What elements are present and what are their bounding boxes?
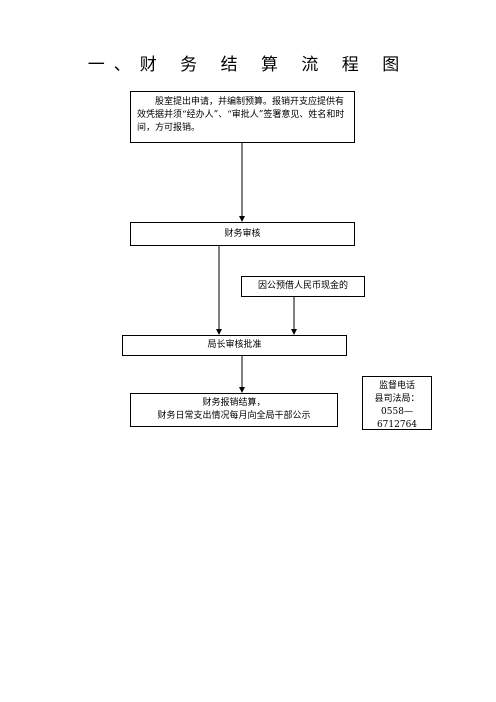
supervision-box: 监督电话 县司法局： 0558—6712764	[362, 376, 432, 430]
step-approve-box: 局长审核批准	[122, 335, 347, 356]
step-review-box: 财务审核	[130, 222, 355, 246]
page-title: 一、财 务 结 算 流 程 图	[87, 55, 409, 75]
supervision-phone: 0558—6712764	[376, 407, 418, 430]
step-apply-box: 股室提出申请，并编制预算。报销开支应提供有效凭据并须“经办人”、“审批人”签署意…	[130, 91, 355, 143]
settle-line-1: 财务报销结算，	[202, 398, 266, 408]
supervision-label: 监督电话	[378, 381, 415, 391]
step-advance-box: 因公预借人民币现金的	[241, 276, 365, 297]
supervision-org: 县司法局：	[374, 394, 420, 404]
step-settle-box: 财务报销结算， 财务日常支出情况每月向全局干部公示	[130, 393, 338, 427]
settle-line-2: 财务日常支出情况每月向全局干部公示	[157, 411, 311, 421]
